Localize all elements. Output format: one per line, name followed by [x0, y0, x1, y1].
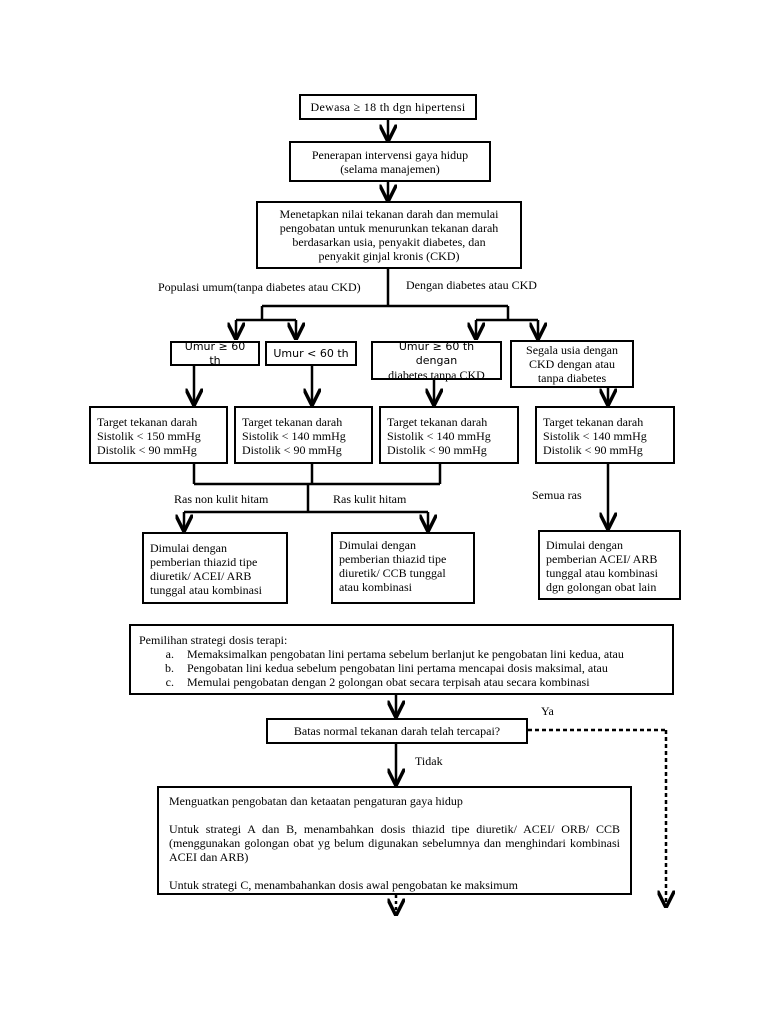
- drug-nonblack-line-4: tunggal atau kombinasi: [150, 583, 262, 597]
- all-ckd-line-1: Segala usia dengan: [526, 343, 618, 357]
- strategy-title: Pemilihan strategi dosis terapi:: [139, 633, 288, 647]
- goal-line-2: pengobatan untuk menurunkan tekanan dara…: [279, 221, 499, 235]
- drug-black-line-3: diuretik/ CCB tunggal: [339, 566, 446, 580]
- reinforce-node: Menguatkan pengobatan dan ketaatan penga…: [157, 786, 632, 895]
- lifestyle-line-1: Penerapan intervensi gaya hidup: [311, 147, 469, 162]
- age60minus-node: Umur < 60 th: [265, 341, 357, 366]
- label-no: Tidak: [415, 754, 443, 768]
- target3-title: Target tekanan darah: [387, 415, 488, 429]
- target1-systolic: Sistolik < 150 mmHg: [97, 429, 201, 443]
- label-general-population: Populasi umum(tanpa diabetes atau CKD): [158, 280, 361, 294]
- bp-target-question-node: Batas normal tekanan darah telah tercapa…: [266, 718, 528, 744]
- drug-ckd-line-3: tunggal atau kombinasi: [546, 566, 658, 580]
- strategy-list: Memaksimalkan pengobatan lini pertama se…: [139, 647, 664, 689]
- drug-nonblack-line-1: Dimulai dengan: [150, 541, 227, 555]
- target1-title: Target tekanan darah: [97, 415, 198, 429]
- reinforce-title: Menguatkan pengobatan dan ketaatan penga…: [169, 794, 463, 808]
- target2-systolic: Sistolik < 140 mmHg: [242, 429, 346, 443]
- target1-diastolic: Distolik < 90 mmHg: [97, 443, 197, 457]
- drug-ckd-line-1: Dimulai dengan: [546, 538, 623, 552]
- goal-line-4: penyakit ginjal kronis (CKD): [318, 249, 460, 263]
- age60plus-text: Umur ≥ 60 th: [184, 339, 246, 367]
- drug-black-line-1: Dimulai dengan: [339, 538, 416, 552]
- label-non-black: Ras non kulit hitam: [174, 492, 269, 506]
- label-all-races: Semua ras: [532, 488, 582, 502]
- strategy-item-b: Pengobatan lini kedua sebelum pengobatan…: [177, 661, 664, 675]
- drug-black-line-4: atau kombinasi: [339, 580, 412, 594]
- goal-line-3: berdasarkan usia, penyakit diabetes, dan: [292, 235, 486, 249]
- all-ckd-line-2: CKD dengan atau: [529, 357, 615, 371]
- reinforce-strategy-c: Untuk strategi C, menambahankan dosis aw…: [169, 878, 518, 892]
- target-node-1: Target tekanan darah Sistolik < 150 mmHg…: [89, 406, 228, 464]
- lifestyle-node: Penerapan intervensi gaya hidup (selama …: [289, 141, 491, 182]
- reinforce-strategy-ab: Untuk strategi A dan B, menambahkan dosi…: [169, 822, 620, 864]
- start-text: Dewasa ≥ 18 th dgn hipertensi: [310, 100, 466, 114]
- drug-ckd-node: Dimulai dengan pemberian ACEI/ ARB tungg…: [538, 530, 681, 600]
- bp-goal-node: Menetapkan nilai tekanan darah dan memul…: [256, 201, 522, 269]
- all-ages-ckd-node: Segala usia dengan CKD dengan atau tanpa…: [510, 340, 634, 388]
- strategy-item-a: Memaksimalkan pengobatan lini pertama se…: [177, 647, 664, 661]
- target4-diastolic: Distolik < 90 mmHg: [543, 443, 643, 457]
- drug-black-line-2: pemberian thiazid tipe: [339, 552, 447, 566]
- target3-diastolic: Distolik < 90 mmHg: [387, 443, 487, 457]
- target2-diastolic: Distolik < 90 mmHg: [242, 443, 342, 457]
- target-node-4: Target tekanan darah Sistolik < 140 mmHg…: [535, 406, 675, 464]
- age60-diab-line-2: diabetes tanpa CKD: [388, 367, 485, 382]
- target4-systolic: Sistolik < 140 mmHg: [543, 429, 647, 443]
- target2-title: Target tekanan darah: [242, 415, 343, 429]
- drug-ckd-line-2: pemberian ACEI/ ARB: [546, 552, 658, 566]
- target3-systolic: Sistolik < 140 mmHg: [387, 429, 491, 443]
- target-node-3: Target tekanan darah Sistolik < 140 mmHg…: [379, 406, 519, 464]
- age60minus-text: Umur < 60 th: [273, 346, 349, 360]
- lifestyle-line-2: (selama manajemen): [340, 161, 440, 176]
- drug-black-node: Dimulai dengan pemberian thiazid tipe di…: [331, 532, 475, 604]
- label-black: Ras kulit hitam: [333, 492, 407, 506]
- strategy-node: Pemilihan strategi dosis terapi: Memaksi…: [129, 624, 674, 695]
- target4-title: Target tekanan darah: [543, 415, 644, 429]
- drug-nonblack-line-2: pemberian thiazid tipe: [150, 555, 258, 569]
- age60plus-node: Umur ≥ 60 th: [170, 339, 260, 367]
- label-with-diabetes: Dengan diabetes atau CKD: [406, 278, 537, 292]
- drug-nonblack-line-3: diuretik/ ACEI/ ARB: [150, 569, 252, 583]
- strategy-item-c: Memulai pengobatan dengan 2 golongan oba…: [177, 675, 664, 689]
- target-node-2: Target tekanan darah Sistolik < 140 mmHg…: [234, 406, 373, 464]
- drug-nonblack-node: Dimulai dengan pemberian thiazid tipe di…: [142, 532, 288, 604]
- label-yes: Ya: [541, 704, 554, 718]
- question-text: Batas normal tekanan darah telah tercapa…: [293, 724, 501, 738]
- all-ckd-line-3: tanpa diabetes: [537, 371, 607, 385]
- drug-ckd-line-4: dgn golongan obat lain: [546, 580, 657, 594]
- start-node: Dewasa ≥ 18 th dgn hipertensi: [299, 94, 477, 120]
- age60-diabetes-node: Umur ≥ 60 th dengan diabetes tanpa CKD: [371, 339, 502, 382]
- goal-line-1: Menetapkan nilai tekanan darah dan memul…: [279, 207, 499, 221]
- age60-diab-line-1: Umur ≥ 60 th dengan: [398, 339, 475, 367]
